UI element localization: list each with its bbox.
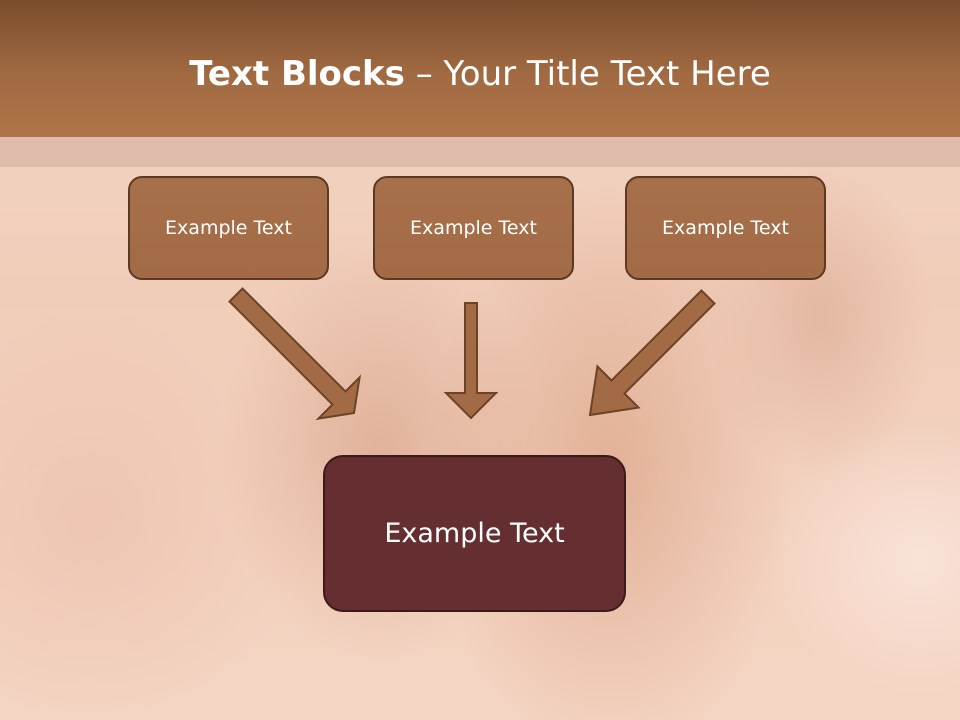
text-block-top-center[interactable]: Example Text [373,176,574,280]
arrow-center-icon [443,302,499,420]
text-block-label: Example Text [662,217,789,239]
title-bold-part: Text Blocks [189,54,405,94]
text-block-top-left[interactable]: Example Text [128,176,329,280]
text-block-top-right[interactable]: Example Text [625,176,826,280]
text-block-label: Example Text [410,217,537,239]
arrow-left-icon [228,287,362,421]
header-strip [0,137,960,167]
header-band [0,0,960,137]
slide-title: Text Blocks – Your Title Text Here [0,52,960,96]
text-block-label: Example Text [165,217,292,239]
title-separator: – [404,54,444,94]
text-block-bottom[interactable]: Example Text [323,455,626,612]
text-block-label: Example Text [384,518,565,549]
arrow-right-icon [588,289,716,417]
title-rest-part: Your Title Text Here [443,54,771,94]
